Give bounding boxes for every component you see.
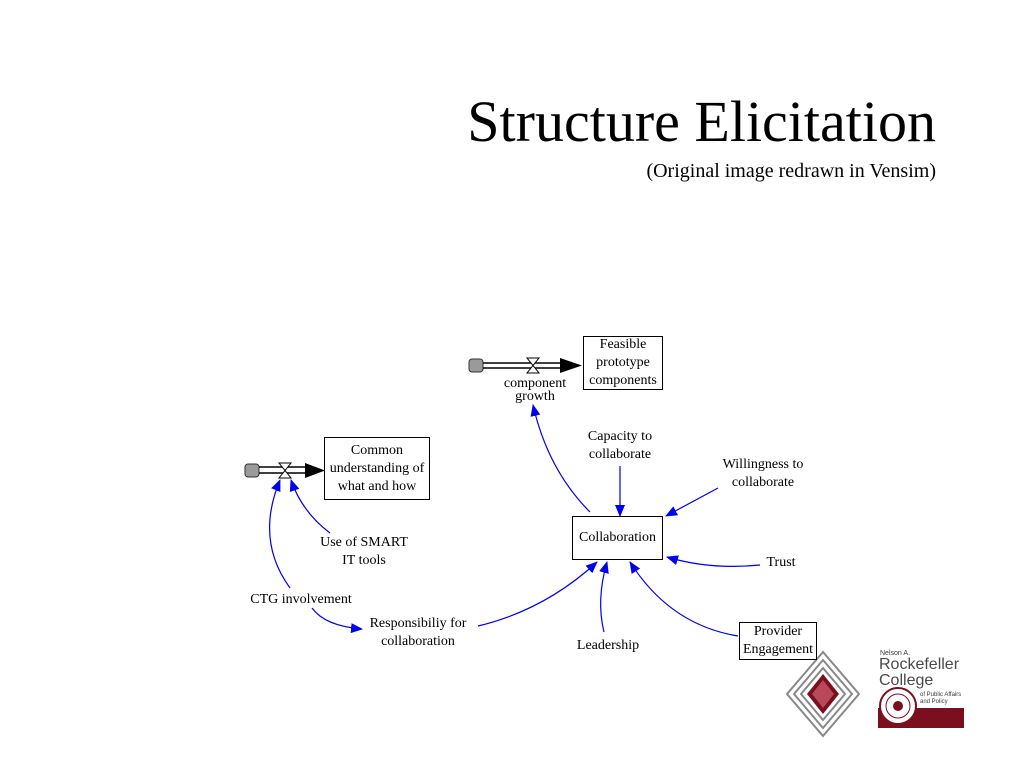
box-line: Provider — [753, 624, 803, 639]
link-ctg-to-responsibility — [311, 607, 363, 634]
cloud-source-icon — [244, 463, 260, 478]
label-trust: Trust — [762, 554, 800, 572]
flow-arrowhead — [560, 358, 582, 373]
label-text: Leadership — [576, 638, 640, 653]
stock-collaboration: Collaboration — [572, 516, 663, 560]
label-capacity-to-collaborate: Capacity to collaborate — [570, 428, 670, 464]
link-ctg-to-common — [269, 479, 291, 589]
valve-icon — [277, 462, 293, 479]
label-line: collaborate — [588, 447, 652, 462]
causal-links — [269, 404, 761, 637]
label-use-of-smart-it-tools: Use of SMART IT tools — [313, 534, 415, 570]
label-line: collaboration — [381, 634, 455, 649]
box-line: prototype — [596, 355, 650, 370]
label-line: Willingness to — [722, 457, 804, 472]
label-line: component — [503, 376, 567, 391]
box-line: Feasible — [599, 337, 647, 352]
label-line: Responsibiliy for — [369, 616, 467, 631]
rockefeller-college-logo — [878, 687, 964, 728]
label-line: IT tools — [342, 553, 386, 568]
label-leadership: Leadership — [566, 637, 650, 655]
link-trust-to-collaboration — [666, 555, 761, 567]
link-collaboration-to-growth — [530, 404, 591, 513]
diamond-logo — [785, 650, 861, 738]
label-line: Capacity to — [587, 429, 653, 444]
slide-title: Structure Elicitation — [467, 89, 936, 154]
box-line: Engagement — [743, 642, 813, 657]
cloud-source-icon — [468, 358, 484, 373]
logo-line-2: Rockefeller — [879, 656, 960, 673]
label-component-growth: component growth — [494, 375, 576, 406]
link-responsibility-to-collaboration — [477, 561, 598, 627]
label-text: Trust — [766, 555, 796, 570]
flow-component-growth — [468, 357, 582, 374]
valve-icon — [525, 357, 541, 374]
box-line: Common — [350, 442, 404, 458]
stock-feasible-prototype-components: Feasible prototype components — [583, 336, 663, 390]
logo-line-3: College — [879, 672, 934, 689]
label-ctg-involvement: CTG involvement — [243, 591, 359, 609]
label-text: CTG involvement — [250, 592, 352, 607]
link-smart-to-common — [289, 479, 331, 534]
flow-arrowhead — [305, 463, 325, 478]
logo-line-4: of Public Affairs — [920, 692, 962, 698]
box-line: what and how — [337, 478, 417, 494]
box-line: components — [589, 373, 657, 388]
link-willingness-to-collaboration — [665, 487, 719, 517]
box-label: Collaboration — [579, 530, 656, 545]
label-line: Use of SMART — [320, 535, 408, 550]
link-provider-to-collaboration — [629, 561, 739, 637]
link-leadership-to-collaboration — [599, 561, 609, 633]
label-line: collaborate — [731, 475, 795, 490]
label-responsibility-for-collaboration: Responsibiliy for collaboration — [360, 615, 476, 651]
stock-provider-engagement: Provider Engagement — [739, 622, 817, 660]
label-line: growth — [515, 389, 555, 404]
slide-subtitle: (Original image redrawn in Vensim) — [646, 160, 936, 182]
logo-line-1: Nelson A. — [880, 650, 910, 657]
flow-common-understanding — [244, 462, 325, 479]
label-willingness-to-collaborate: Willingness to collaborate — [710, 456, 816, 492]
box-line: understanding of — [329, 460, 425, 476]
logo-line-5: and Policy — [920, 699, 948, 705]
stock-common-understanding: Common understanding of what and how — [324, 437, 430, 500]
